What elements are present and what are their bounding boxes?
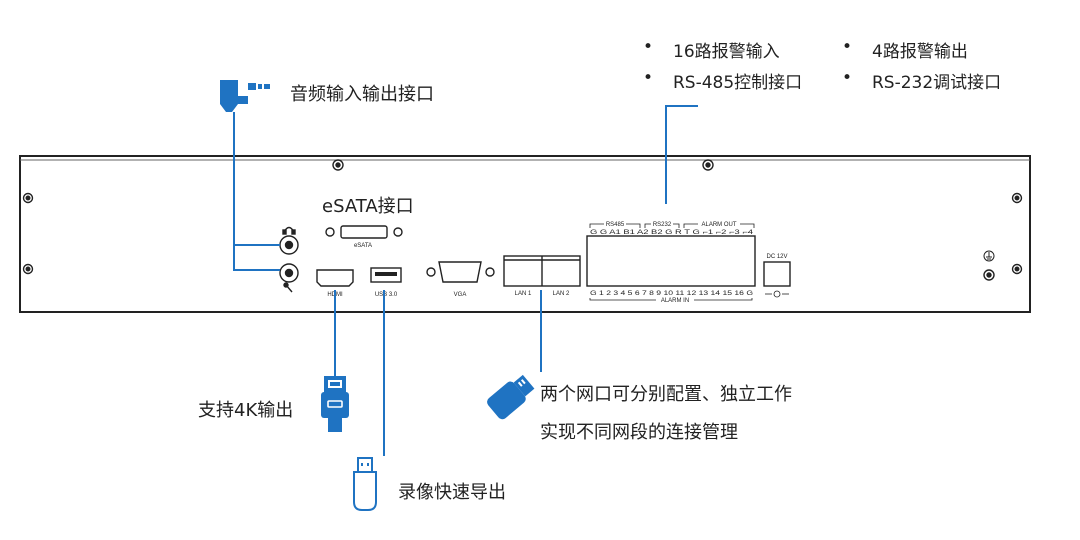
screws bbox=[22, 159, 1023, 281]
esata-port-label: eSATA bbox=[354, 243, 372, 249]
audio-ports bbox=[279, 235, 299, 283]
esata-port bbox=[325, 225, 403, 239]
feature-rs232: RS-232调试接口 bbox=[872, 73, 1002, 93]
feature-alarm-out: 4路报警输出 bbox=[872, 42, 968, 62]
callout-lines bbox=[233, 105, 698, 456]
usb-callout-label: 录像快速导出 bbox=[398, 482, 506, 503]
hdmi-callout-label: 支持4K输出 bbox=[198, 400, 294, 421]
ethernet-plug-icon bbox=[487, 374, 535, 420]
dc-label: DC 12V bbox=[766, 254, 787, 260]
dc-polarity-icon bbox=[765, 290, 789, 298]
top-pin-labels: G G A1 B1 A2 B2 G R T G ⌐1 ⌐2 ⌐3 ⌐4 bbox=[590, 230, 754, 236]
feature-bullet: • bbox=[643, 37, 654, 57]
vga-port-label: VGA bbox=[454, 292, 467, 298]
microphone-icon bbox=[283, 282, 293, 293]
alarm-out-label: ALARM OUT bbox=[701, 222, 736, 228]
dc-power-port bbox=[763, 261, 791, 287]
lan-ports bbox=[503, 255, 581, 287]
feature-bullet: • bbox=[842, 37, 853, 57]
bottom-pin-labels: G 1 2 3 4 5 6 7 8 9 10 11 12 13 14 15 16… bbox=[590, 291, 753, 297]
feature-alarm-in: 16路报警输入 bbox=[673, 42, 780, 62]
lan-callout-line1: 两个网口可分别配置、独立工作 bbox=[540, 384, 792, 405]
rs232-label: RS232 bbox=[653, 222, 672, 228]
feature-bullet: • bbox=[842, 68, 853, 88]
hdmi-plug-icon bbox=[321, 376, 349, 432]
terminal-block bbox=[586, 235, 756, 287]
vga-port bbox=[426, 261, 495, 283]
audio-jack-icon bbox=[220, 80, 270, 112]
feature-rs485: RS-485控制接口 bbox=[673, 73, 803, 93]
device-rear-panel bbox=[19, 155, 1031, 313]
lan1-label: LAN 1 bbox=[515, 291, 532, 297]
ground-icon bbox=[983, 250, 995, 262]
lan-callout-line2: 实现不同网段的连接管理 bbox=[540, 422, 738, 443]
feature-bullet: • bbox=[643, 68, 654, 88]
rs485-label: RS485 bbox=[606, 222, 625, 228]
hdmi-port bbox=[316, 269, 354, 287]
audio-callout-label: 音频输入输出接口 bbox=[290, 84, 434, 105]
alarm-in-label: ALARM IN bbox=[661, 298, 689, 304]
lan2-label: LAN 2 bbox=[553, 291, 570, 297]
usb-drive-icon bbox=[353, 457, 377, 511]
usb-port-label: USB 3.0 bbox=[375, 292, 398, 298]
esata-callout-label: eSATA接口 bbox=[322, 196, 414, 217]
headphone-icon bbox=[282, 226, 296, 235]
